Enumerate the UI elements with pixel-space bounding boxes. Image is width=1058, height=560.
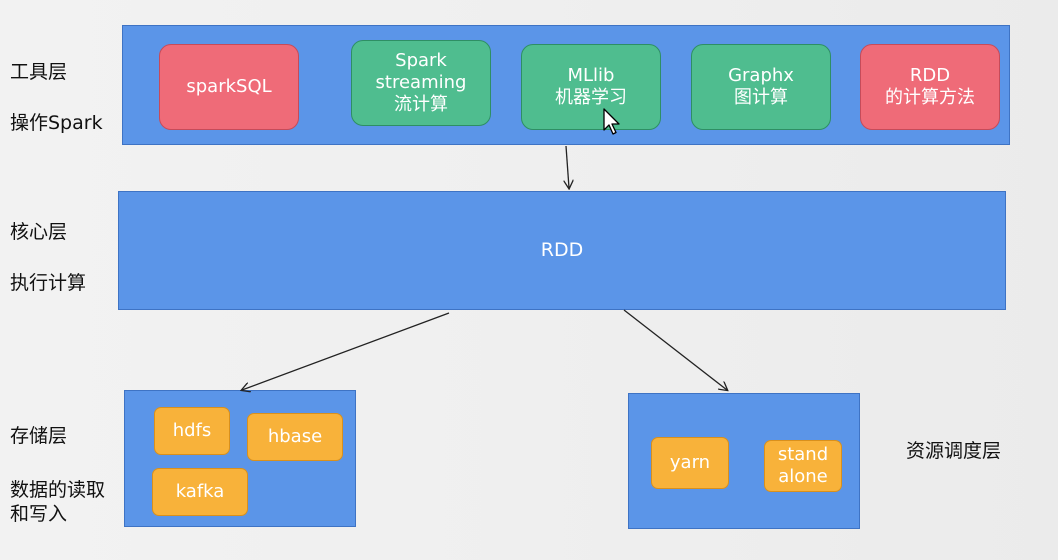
tool-mllib-line-2: 机器学习 xyxy=(555,87,627,108)
storage-layer-desc-2: 和写入 xyxy=(10,503,68,525)
storage-layer-desc-1: 数据的读取 xyxy=(10,479,106,501)
arrow-core-to-storage xyxy=(242,312,450,390)
mouse-pointer-icon xyxy=(603,108,620,135)
tool-rdd-methods: RDD 的计算方法 xyxy=(860,44,1000,130)
storage-hdfs-label: hdfs xyxy=(172,420,212,441)
tool-mllib-line-1: MLlib xyxy=(567,65,615,86)
resource-standalone: stand alone xyxy=(764,440,842,492)
core-layer-panel: RDD xyxy=(118,191,1006,310)
resource-standalone-line-1: stand xyxy=(777,444,829,465)
resource-layer-title: 资源调度层 xyxy=(906,440,1002,462)
resource-layer-panel: yarn stand alone xyxy=(628,393,860,529)
resource-standalone-line-2: alone xyxy=(778,466,828,487)
storage-hdfs: hdfs xyxy=(154,407,230,455)
resource-yarn-label: yarn xyxy=(669,452,711,473)
core-layer-title: 核心层 xyxy=(10,221,68,243)
tool-spark-streaming-line-1: Spark xyxy=(395,50,447,71)
resource-yarn: yarn xyxy=(651,437,729,489)
storage-hbase-label: hbase xyxy=(267,426,323,447)
storage-layer-title: 存储层 xyxy=(10,425,68,447)
tool-spark-streaming: Spark streaming 流计算 xyxy=(351,40,491,126)
tool-graphx-line-1: Graphx xyxy=(728,65,794,86)
tool-layer-panel: sparkSQL Spark streaming 流计算 MLlib 机器学习 … xyxy=(122,25,1010,145)
tool-sparksql-label: sparkSQL xyxy=(186,76,272,97)
storage-hbase: hbase xyxy=(247,413,343,461)
arrow-core-to-resource xyxy=(623,309,727,390)
storage-layer-panel: hdfs hbase kafka xyxy=(124,390,356,527)
tool-mllib: MLlib 机器学习 xyxy=(521,44,661,130)
tool-layer-desc: 操作Spark xyxy=(10,112,103,134)
tool-graphx: Graphx 图计算 xyxy=(691,44,831,130)
core-layer-desc: 执行计算 xyxy=(10,272,87,294)
storage-kafka: kafka xyxy=(152,468,248,516)
tool-graphx-line-2: 图计算 xyxy=(734,87,788,108)
tool-layer-title: 工具层 xyxy=(10,61,68,83)
tool-sparksql: sparkSQL xyxy=(159,44,299,130)
core-rdd-label: RDD xyxy=(540,239,584,261)
storage-kafka-label: kafka xyxy=(175,481,225,502)
tool-rdd-methods-line-2: 的计算方法 xyxy=(885,87,975,108)
arrow-tool-to-core xyxy=(566,145,569,188)
tool-rdd-methods-line-1: RDD xyxy=(909,65,951,86)
tool-spark-streaming-line-2: streaming xyxy=(375,72,467,93)
tool-spark-streaming-line-3: 流计算 xyxy=(394,94,448,115)
